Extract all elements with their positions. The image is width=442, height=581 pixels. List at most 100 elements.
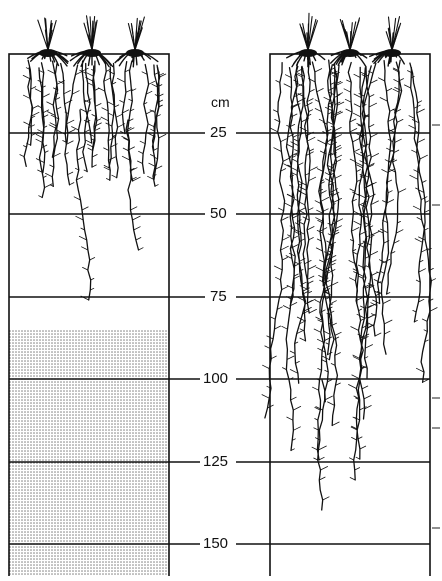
right-root-rootlet [308, 281, 313, 284]
right-root-rootlet [320, 310, 325, 313]
right-root-rootlet [398, 189, 406, 193]
right-root-rootlet [422, 319, 427, 321]
left-root-rootlet [101, 117, 108, 121]
right-root-rootlet [332, 323, 337, 325]
right-deep-root-rootlet [352, 437, 357, 440]
right-root-rootlet [352, 228, 360, 232]
right-root-rootlet [337, 160, 341, 162]
left-deep-root-rootlet [76, 216, 83, 220]
right-root-rootlet [362, 386, 368, 389]
right-root-rootlet [382, 170, 388, 173]
right-root-rootlet [356, 153, 363, 157]
right-root [410, 63, 425, 322]
right-root-rootlet [364, 396, 371, 399]
left-plant-2-base [83, 49, 101, 57]
right-root-rootlet [351, 327, 359, 331]
right-root-rootlet [318, 140, 326, 144]
right-root-rootlet [271, 317, 275, 319]
left-root-rootlet [47, 102, 54, 105]
left-deep-root-rootlet [134, 227, 141, 230]
left-root-rootlet [109, 157, 116, 161]
depth-unit-label: cm [211, 94, 230, 110]
right-root-rootlet [276, 81, 280, 83]
right-root-rootlet [276, 277, 281, 280]
right-root-rootlet [369, 194, 375, 197]
right-root-rootlet [262, 395, 269, 399]
right-root-rootlet [314, 329, 321, 332]
left-root-rootlet [20, 155, 24, 157]
right-root-rootlet [307, 299, 315, 303]
right-root-rootlet [292, 159, 297, 162]
left-root-rootlet [36, 134, 43, 137]
left-plant-1-base [39, 49, 57, 57]
left-root-rootlet [120, 101, 124, 103]
depth-tick-75: 75 [207, 289, 230, 305]
right-root-rootlet [378, 78, 384, 81]
right-deep-root-rootlet [355, 468, 360, 470]
right-root-rootlet [370, 252, 378, 256]
right-root-rootlet [354, 104, 360, 107]
right-root-rootlet [345, 99, 351, 102]
left-root-rootlet [33, 106, 39, 109]
right-root-rootlet [344, 89, 351, 92]
right-root-rootlet [353, 113, 360, 117]
right-root-rootlet [384, 320, 392, 324]
right-root-rootlet [417, 109, 425, 113]
right-root-rootlet [307, 137, 315, 141]
depth-tick-150: 150 [200, 536, 231, 552]
right-deep-root-rootlet [325, 396, 333, 400]
right-root-rootlet [419, 269, 426, 272]
left-root-rootlet [57, 107, 61, 109]
right-root-rootlet [309, 149, 313, 151]
left-deep-root-rootlet [82, 207, 88, 210]
right-root-rootlet [282, 257, 287, 260]
right-root-rootlet [335, 175, 341, 178]
right-root-rootlet [321, 191, 327, 194]
left-root-rootlet [112, 175, 117, 178]
right-root-rootlet [294, 276, 299, 279]
right-root-rootlet [354, 149, 360, 152]
right-root-rootlet [279, 208, 284, 211]
depth-tick-25: 25 [207, 125, 230, 141]
right-root-rootlet [368, 304, 376, 308]
right-root-rootlet [393, 89, 399, 92]
right-root-rootlet [368, 314, 376, 318]
right-root-rootlet [282, 237, 289, 241]
right-root-rootlet [270, 128, 278, 132]
right-root-rootlet [335, 145, 340, 148]
right-root-rootlet [282, 286, 289, 289]
right-root-rootlet [300, 286, 307, 290]
right-root-rootlet [350, 129, 357, 132]
right-root-rootlet [315, 201, 320, 204]
right-root-rootlet [287, 144, 294, 147]
left-root-rootlet [72, 91, 79, 95]
left-deep-root-rootlet [139, 248, 144, 250]
right-root-rootlet [293, 427, 300, 431]
left-deep-root-rootlet [133, 216, 141, 220]
right-deep-root [318, 380, 325, 510]
compacted-subsoil-layer [9, 330, 169, 576]
right-deep-root-rootlet [323, 497, 329, 500]
right-root-rootlet [384, 331, 390, 334]
left-deep-root-rootlet [122, 156, 129, 160]
right-root-rootlet [309, 309, 316, 313]
right-root-rootlet [316, 218, 323, 221]
right-root-rootlet [325, 337, 332, 341]
left-deep-root-rootlet [131, 207, 137, 210]
right-root-rootlet [335, 332, 341, 335]
right-root-rootlet [409, 116, 414, 119]
right-root-rootlet [365, 345, 372, 349]
right-root-rootlet [334, 337, 339, 340]
right-root-rootlet [321, 197, 329, 201]
left-deep-root-rootlet [136, 238, 141, 241]
right-root-rootlet [319, 457, 324, 460]
depth-tick-100: 100 [200, 371, 231, 387]
left-root-rootlet [87, 144, 92, 147]
right-root-rootlet [300, 239, 305, 242]
right-root-rootlet [282, 326, 288, 329]
right-root-rootlet [309, 238, 314, 240]
right-root-rootlet [273, 110, 278, 112]
left-root-rootlet [149, 124, 154, 127]
edge-marks [432, 125, 440, 528]
